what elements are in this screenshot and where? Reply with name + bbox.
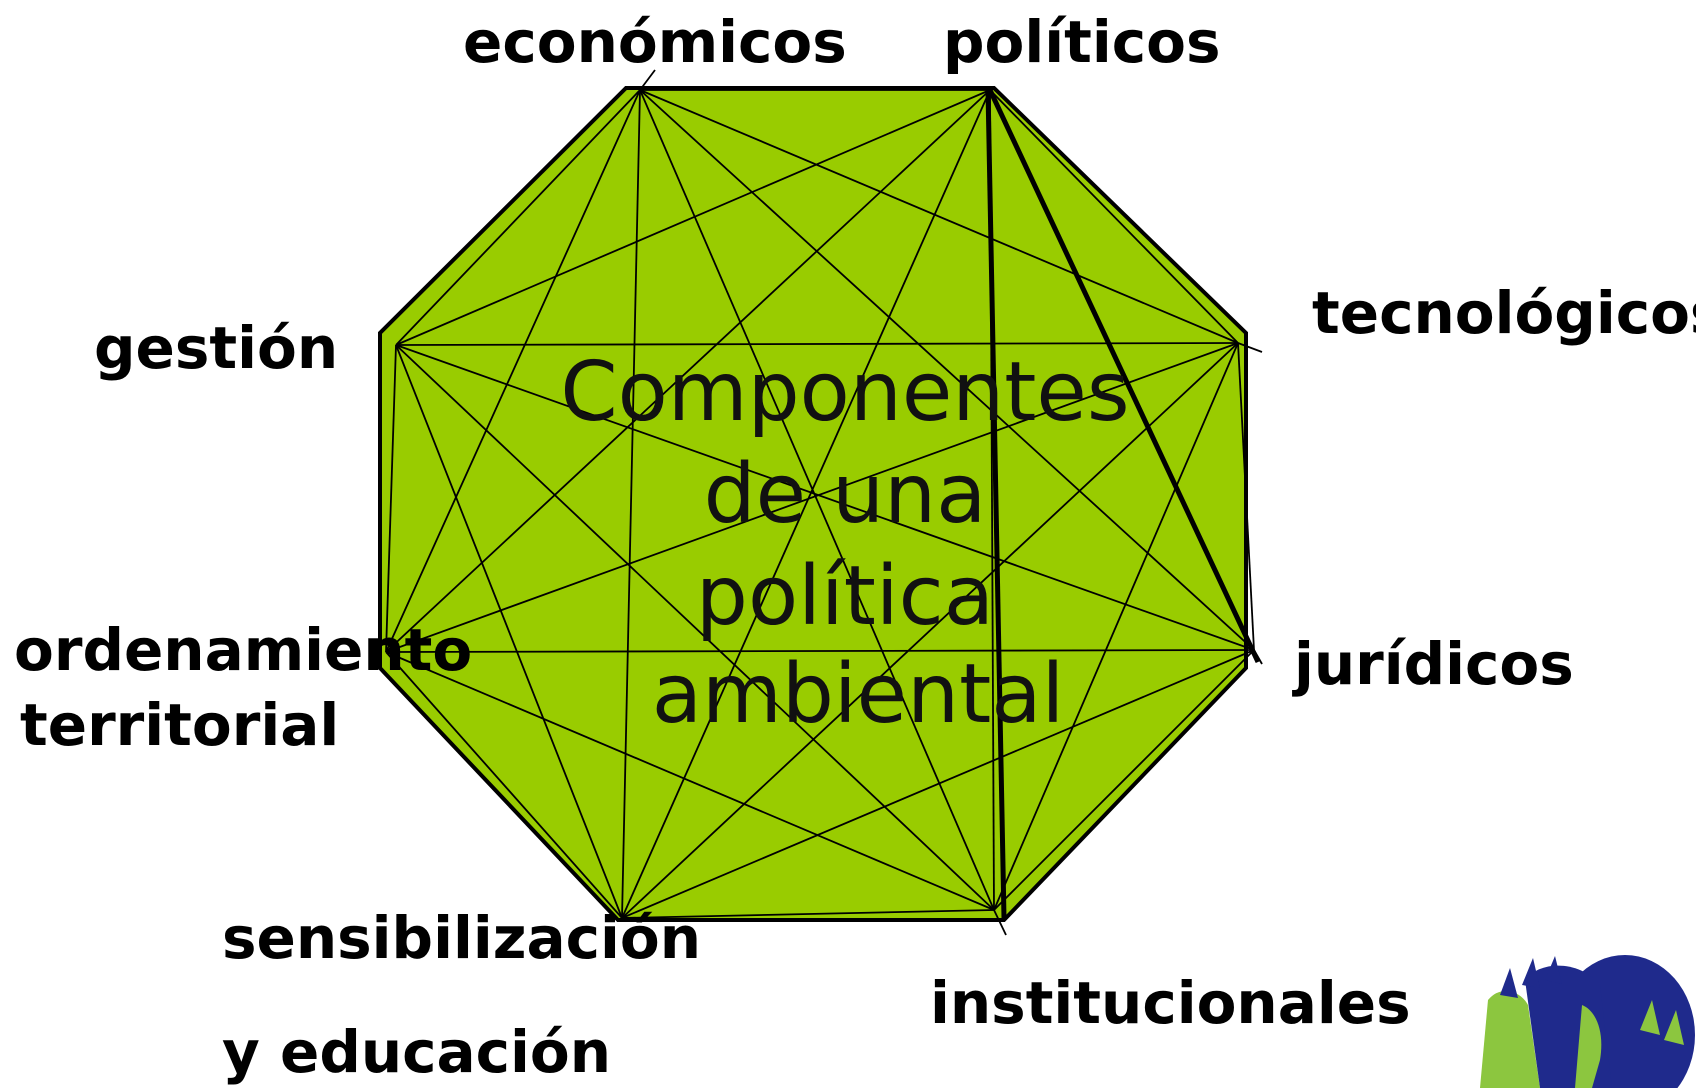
connection-line: [385, 89, 641, 653]
connection-line: [621, 342, 1239, 919]
connection-line: [639, 89, 1239, 344]
connection-line: [621, 89, 991, 919]
connection-line: [395, 342, 1239, 346]
label-economicos: económicos: [463, 8, 847, 76]
connection-line: [621, 649, 1255, 919]
connection-tick: [993, 909, 1007, 936]
connection-line: [385, 649, 1255, 653]
center-title-line-1: Componentes: [560, 345, 1129, 440]
connection-line: [621, 89, 641, 919]
connection-line: [385, 651, 623, 919]
connection-line: [385, 344, 397, 653]
center-title-line-2: de una: [704, 447, 987, 542]
connection-line: [621, 909, 995, 919]
connection-line: [639, 89, 1255, 651]
connection-line: [385, 651, 995, 911]
label-politicos: políticos: [943, 8, 1220, 76]
emphasis-line-politicos-institucionales: [985, 89, 1007, 919]
connection-line: [993, 649, 1255, 911]
emphasis-line-politicos-juridicos: [987, 88, 1261, 664]
connection-line: [993, 342, 1239, 911]
connection-tick: [639, 69, 656, 91]
connection-tick: [1237, 342, 1263, 353]
connection-line: [639, 89, 995, 911]
label-institucionales: institucionales: [930, 969, 1411, 1037]
center-title-line-4: ambiental: [652, 647, 1065, 742]
label-territorial: territorial: [20, 691, 339, 759]
octagon-shape: [378, 86, 1248, 922]
hands-logo-icon: [1480, 955, 1695, 1088]
connection-line: [395, 89, 991, 346]
label-tecnologicos: tecnológicos: [1312, 279, 1696, 347]
center-title-line-3: política: [696, 549, 994, 644]
connection-line: [385, 342, 1239, 653]
center-title: Componentes de una política ambiental: [560, 345, 1155, 742]
connection-line: [395, 344, 995, 911]
connection-line: [395, 344, 1255, 651]
connection-line: [1237, 342, 1255, 651]
label-gestion: gestión: [94, 314, 338, 382]
connection-line: [989, 89, 1239, 344]
label-ordenamiento: ordenamiento: [14, 616, 472, 684]
connection-line: [395, 89, 641, 346]
label-juridicos: jurídicos: [1292, 630, 1574, 698]
connection-line: [395, 344, 623, 919]
label-sensibilizacion: sensibilización: [222, 904, 701, 972]
label-y-educacion: y educación: [222, 1018, 611, 1086]
connection-line: [385, 89, 991, 653]
